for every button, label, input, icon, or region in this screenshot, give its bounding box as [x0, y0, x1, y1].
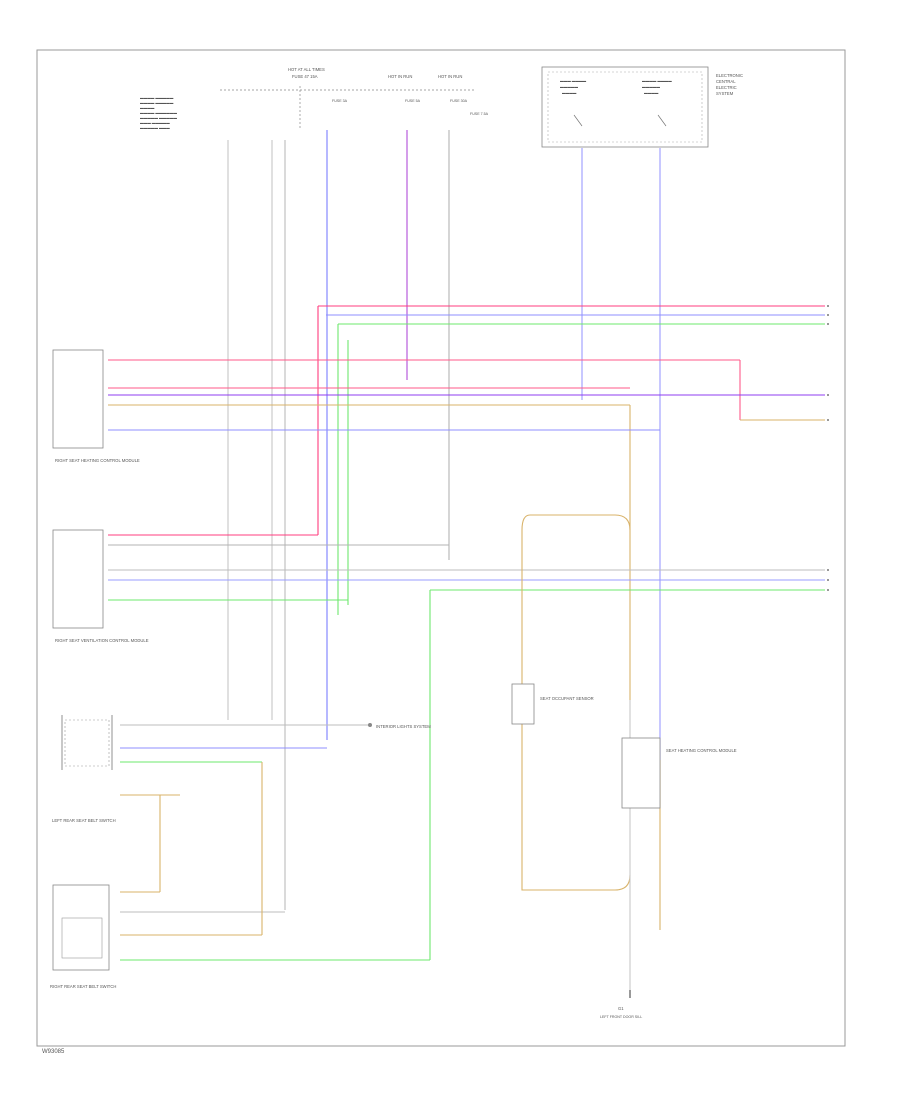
module-left-rear-belt-switch: LEFT REAR SEAT BELT SWITCH [52, 715, 116, 823]
svg-text:▬▬▬▬ ▬▬▬▬▬: ▬▬▬▬ ▬▬▬▬▬ [140, 101, 174, 105]
svg-text:▬▬▬▬ ▬▬▬▬: ▬▬▬▬ ▬▬▬▬ [642, 79, 672, 83]
module-right-seat-ventilation: RIGHT SEAT VENTILATION CONTROL MODULE [52, 529, 149, 643]
module-2-label: RIGHT SEAT VENTILATION CONTROL MODULE [55, 638, 149, 643]
module-3-label: LEFT REAR SEAT BELT SWITCH [52, 818, 116, 823]
svg-text:▬▬▬ ▬▬▬▬: ▬▬▬ ▬▬▬▬ [560, 79, 587, 83]
top-left-label-block: ▬▬▬▬ ▬▬▬▬▬ ▬▬▬▬ ▬▬▬▬▬ ▬▬▬▬ ▬▬▬▬ ▬▬▬▬▬▬ ▬… [140, 96, 177, 130]
wire-group-vertical [227, 130, 661, 910]
fuse-d-label: FUSE 7.5A [470, 112, 489, 116]
ece-title-1: ELECTRONIC [716, 73, 743, 78]
svg-text:▬▬▬▬ ▬▬▬▬▬: ▬▬▬▬ ▬▬▬▬▬ [140, 96, 174, 100]
svg-text:▬▬▬▬: ▬▬▬▬ [562, 91, 577, 95]
ground-point: G1 LEFT FRONT DOOR SILL [600, 990, 642, 1019]
module-right-seat-heating: RIGHT SEAT HEATING CONTROL MODULE [52, 349, 140, 463]
svg-text:▬▬▬▬: ▬▬▬▬ [644, 91, 659, 95]
module-right-rear-belt-switch: RIGHT REAR SEAT BELT SWITCH [50, 884, 116, 989]
svg-text:▬▬▬▬▬: ▬▬▬▬▬ [560, 85, 578, 89]
ground-sub-label: LEFT FRONT DOOR SILL [600, 1015, 642, 1019]
svg-text:▬▬▬▬▬ ▬▬▬▬▬: ▬▬▬▬▬ ▬▬▬▬▬ [140, 116, 177, 120]
right-edge-connectors [827, 305, 829, 591]
diagram-frame [36, 49, 846, 1047]
ece-title-2: CENTRAL [716, 79, 736, 84]
fuse-c-label: FUSE 30A [450, 99, 468, 103]
module-4-label: RIGHT REAR SEAT BELT SWITCH [50, 984, 116, 989]
svg-text:▬▬▬▬▬: ▬▬▬▬▬ [642, 85, 660, 89]
fuse-b-label: FUSE 5A [405, 99, 421, 103]
seat-heating-control-module: SEAT HEATING CONTROL MODULE [621, 737, 737, 809]
svg-text:▬▬▬ ▬▬▬▬▬: ▬▬▬ ▬▬▬▬▬ [140, 121, 170, 125]
ece-title-3: ELECTRIC [716, 85, 737, 90]
svg-text:▬▬▬▬: ▬▬▬▬ [140, 106, 155, 110]
ground-label: G1 [618, 1006, 624, 1011]
svg-text:▬▬▬▬▬ ▬▬▬: ▬▬▬▬▬ ▬▬▬ [140, 126, 170, 130]
svg-text:▬▬▬▬ ▬▬▬▬▬▬: ▬▬▬▬ ▬▬▬▬▬▬ [140, 111, 177, 115]
center-component-label: SEAT OCCUPANT SENSOR [540, 696, 594, 701]
seat-occupant-sensor: SEAT OCCUPANT SENSOR [511, 683, 594, 725]
right-component-label: SEAT HEATING CONTROL MODULE [666, 748, 737, 753]
interior-lights-ref: INTERIOR LIGHTS SYSTEM [368, 723, 431, 729]
wire-group-horizontal [108, 305, 825, 990]
top-fuse-block: HOT AT ALL TIMES FUSE 47 15A HOT IN RUN … [220, 67, 489, 130]
electronic-central-electric-box: ▬▬▬ ▬▬▬▬ ▬▬▬▬▬ ▬▬▬▬ ▬▬▬▬ ▬▬▬▬ ▬▬▬▬▬ ▬▬▬▬… [541, 66, 743, 148]
hot-run-label-2: HOT IN RUN [438, 74, 462, 79]
module-1-label: RIGHT SEAT HEATING CONTROL MODULE [55, 458, 140, 463]
footer-code: W93085 [42, 1049, 65, 1055]
top-fuse-label-2: FUSE 47 15A [292, 74, 318, 79]
wake-label: INTERIOR LIGHTS SYSTEM [376, 724, 431, 729]
fuse-a-label: FUSE 3A [332, 99, 348, 103]
top-fuse-label: HOT AT ALL TIMES [288, 67, 325, 72]
ece-title-4: SYSTEM [716, 91, 734, 96]
hot-run-label-1: HOT IN RUN [388, 74, 412, 79]
